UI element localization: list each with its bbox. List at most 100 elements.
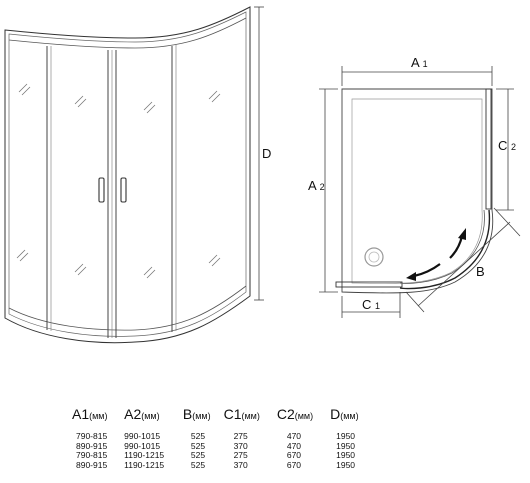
spec-cell: 790-815 — [76, 431, 108, 441]
door-handle-left — [98, 177, 105, 203]
plan-drain — [364, 247, 384, 267]
reflection-mark — [16, 249, 29, 262]
plan-drain-inner — [368, 251, 380, 263]
dim-c1-text: C — [362, 297, 371, 312]
spec-cell: 890-915 — [76, 440, 108, 451]
spec-cell: 1950 — [336, 450, 356, 460]
label-subscript: 2 — [320, 182, 325, 192]
spec-header-c2: C2(мм) — [277, 406, 330, 432]
spec-header-c1: C1(мм) — [224, 406, 277, 432]
dim-c2-text: C — [498, 138, 507, 153]
spec-cell: 990-1015 — [124, 440, 161, 451]
dim-c2-label: C 2 — [498, 138, 516, 153]
spec-cell: 275 — [233, 450, 248, 460]
spec-cell: 370 — [233, 459, 248, 470]
plan-view — [335, 88, 494, 294]
front-view — [4, 6, 251, 344]
reflection-mark — [18, 83, 31, 96]
spec-cell: 1190-1215 — [124, 459, 165, 470]
front-frame-outline — [4, 6, 251, 344]
slide-arrow-upper — [449, 235, 464, 259]
spec-row: 890-915 990-1015 525 370 470 1950 — [72, 440, 372, 452]
spec-cell: 1950 — [336, 459, 356, 470]
spec-cell: 525 — [190, 431, 206, 441]
spec-table: A1(мм) A2(мм) B(мм) C1(мм) C2(мм) D(мм) … — [72, 406, 372, 470]
spec-header-d: D(мм) — [330, 406, 372, 432]
dim-c1 — [341, 292, 401, 318]
spec-header-d-main: D — [330, 406, 341, 422]
slide-arrowhead-upper — [458, 228, 466, 240]
spec-header-a1: A1(мм) — [72, 406, 124, 432]
spec-cell: 470 — [286, 440, 302, 451]
reflection-mark — [74, 263, 87, 276]
dim-b-line — [417, 221, 511, 307]
reflection-mark — [208, 90, 221, 103]
reflection-mark — [208, 254, 221, 267]
label-subscript: 1 — [423, 59, 428, 69]
spec-cell: 1190-1215 — [124, 450, 165, 460]
spec-header-b: B(мм) — [183, 406, 224, 432]
label-subscript: 1 — [375, 301, 380, 311]
slide-arrowhead-lower — [406, 272, 416, 281]
spec-cell: 1950 — [336, 440, 356, 451]
spec-cell: 525 — [190, 459, 206, 470]
spec-header-a1-main: A1 — [72, 406, 90, 422]
spec-cell: 525 — [190, 450, 206, 460]
spec-cell: 670 — [286, 459, 302, 470]
dim-a1-label: A 1 — [411, 55, 428, 70]
spec-header-c1-main: C1 — [223, 406, 242, 422]
spec-cell: 470 — [286, 431, 302, 441]
spec-row: 790-815 1190-1215 525 275 670 1950 — [72, 450, 372, 461]
plan-wall-profile-right — [485, 88, 492, 210]
dim-a2-label: A 2 — [308, 178, 325, 193]
reflection-mark — [143, 101, 156, 114]
spec-header-a1-unit: (мм) — [89, 411, 108, 421]
spec-header-b-unit: (мм) — [192, 411, 211, 421]
spec-cell: 275 — [233, 431, 248, 441]
height-dimension — [254, 6, 264, 301]
dim-b-ext-start — [405, 291, 425, 313]
spec-header-c2-unit: (мм) — [294, 411, 314, 421]
plan-curved-glass — [399, 209, 491, 290]
dim-b-text: B — [476, 264, 485, 279]
spec-cell: 370 — [233, 440, 248, 451]
spec-row: 890-915 1190-1215 525 370 670 1950 — [72, 459, 372, 471]
spec-header-a2: A2(мм) — [124, 406, 183, 432]
height-label: D — [262, 146, 271, 161]
spec-row: 790-815 990-1015 525 275 470 1950 — [72, 431, 372, 442]
front-bottom-rail — [8, 285, 247, 331]
spec-header-row: A1(мм) A2(мм) B(мм) C1(мм) C2(мм) D(мм) — [72, 406, 372, 432]
dim-a1 — [341, 66, 493, 86]
reflection-mark — [143, 266, 156, 279]
plan-curved-glass-inner — [399, 209, 485, 284]
spec-header-a2-main: A2 — [124, 406, 142, 422]
door-handle-right — [120, 177, 127, 203]
spec-cell: 990-1015 — [124, 431, 161, 441]
spec-header-a2-unit: (мм) — [141, 411, 160, 421]
spec-cell: 1950 — [336, 431, 356, 441]
spec-header-c2-main: C2 — [276, 406, 295, 422]
slide-arrow-lower — [413, 263, 441, 278]
spec-header-b-main: B — [182, 406, 193, 422]
dim-b-label: B — [476, 264, 485, 279]
plan-tray-inner — [351, 98, 483, 284]
label-subscript: 2 — [511, 142, 516, 152]
spec-cell: 790-815 — [76, 450, 108, 460]
spec-header-d-unit: (мм) — [340, 411, 359, 421]
shower-enclosure-drawing: D A 1 A 2 — [4, 6, 521, 344]
dim-c1-label: C 1 — [362, 297, 380, 312]
spec-header-c1-unit: (мм) — [241, 411, 260, 421]
dim-a2-text: A — [308, 178, 317, 193]
dim-b-ext-end — [493, 207, 521, 237]
spec-cell: 525 — [190, 440, 206, 451]
dim-b — [405, 207, 521, 313]
glass-reflections — [16, 83, 221, 279]
front-frame-inner — [8, 11, 247, 337]
reflection-mark — [74, 95, 87, 108]
plan-outline — [341, 88, 494, 294]
plan-wall-profile-bottom — [335, 281, 403, 288]
dim-c2 — [496, 88, 514, 211]
front-top-rail — [8, 17, 247, 49]
dim-a2 — [319, 88, 338, 293]
spec-cell: 890-915 — [76, 459, 108, 470]
